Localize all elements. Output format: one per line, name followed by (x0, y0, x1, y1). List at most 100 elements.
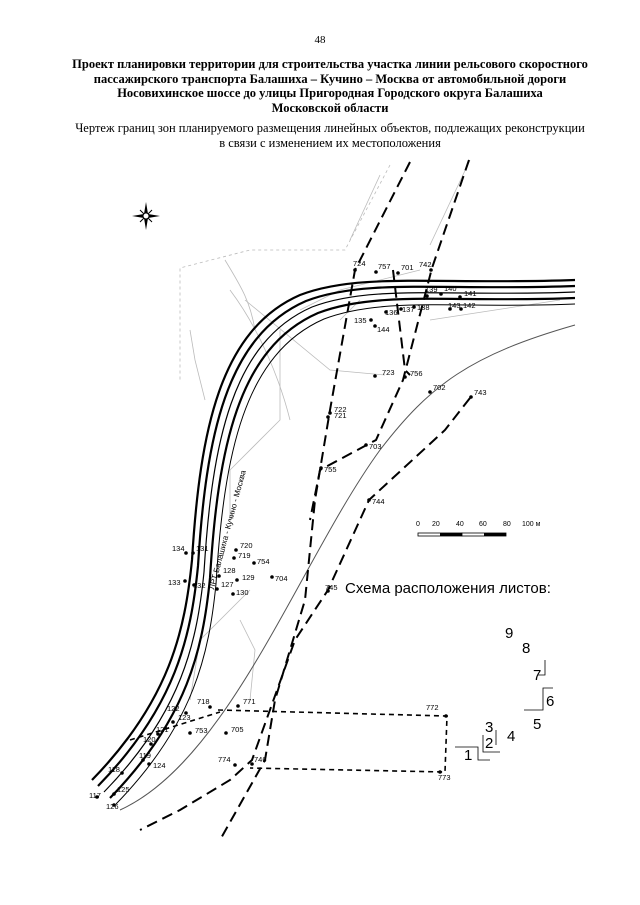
survey-point-marker (192, 583, 196, 587)
survey-point-marker (191, 551, 195, 555)
survey-point-marker (403, 375, 407, 379)
title-line: Проект планировки территории для строите… (72, 57, 588, 71)
survey-point-marker (319, 466, 323, 470)
survey-point-marker (373, 324, 377, 328)
survey-point-marker (112, 803, 116, 807)
survey-point-marker (428, 390, 432, 394)
survey-point-marker (459, 307, 463, 311)
survey-point-label: 721 (334, 411, 347, 420)
survey-point-label: 142 (463, 301, 476, 310)
survey-point-marker (250, 762, 254, 766)
document-title: Проект планировки территории для строите… (60, 57, 600, 115)
survey-point-label: 743 (474, 388, 487, 397)
title-line: Московской области (271, 100, 389, 115)
survey-point-marker (412, 305, 416, 309)
survey-point-label: 129 (242, 573, 255, 582)
survey-point-label: 757 (378, 262, 391, 271)
survey-point-marker (233, 763, 237, 767)
sheet-scheme-title: Схема расположения листов: (345, 580, 551, 597)
highway (91, 278, 576, 805)
survey-point-marker (183, 579, 187, 583)
survey-point-marker (184, 551, 188, 555)
sheet-number: 6 (546, 693, 554, 710)
sheet-number: 2 (485, 735, 493, 752)
survey-point-marker (217, 574, 221, 578)
survey-point-label: 123 (178, 713, 191, 722)
survey-point-label: 134 (172, 544, 185, 553)
survey-point-label: 133 (168, 578, 181, 587)
survey-point-label: 774 (218, 755, 231, 764)
survey-point-label: 117 (89, 791, 101, 800)
survey-point-label: 705 (231, 725, 244, 734)
survey-point-label: 703 (369, 442, 382, 451)
north-arrow-icon (132, 202, 160, 230)
survey-point-label: 718 (197, 697, 210, 706)
sheet-number: 9 (505, 625, 513, 642)
survey-point-label: 137 (402, 305, 415, 314)
survey-point-label: 746 (254, 755, 267, 764)
survey-point-marker (374, 270, 378, 274)
survey-point-marker (236, 704, 240, 708)
survey-point-label: 744 (372, 497, 385, 506)
survey-point-label: 140 (444, 284, 457, 293)
survey-point-label: 138 (417, 303, 430, 312)
survey-point-marker (438, 770, 442, 774)
survey-point-marker (444, 714, 448, 718)
survey-point-marker (469, 395, 473, 399)
survey-point-label: 722 (334, 405, 347, 414)
survey-point-label: 742 (419, 260, 432, 269)
survey-point-marker (326, 589, 330, 593)
survey-point-label: 118 (108, 765, 120, 774)
sheet-number: 8 (522, 640, 530, 657)
title-line: Носовихинское шоссе до улицы Пригородная… (117, 86, 543, 100)
survey-point-marker (188, 731, 192, 735)
survey-point-label: 121 (156, 725, 169, 734)
survey-point-label: 701 (401, 263, 414, 272)
survey-point-marker (458, 295, 462, 299)
scale-bar: 0 20 40 60 80 100 м (416, 521, 541, 537)
sheet-number: 1 (464, 747, 472, 764)
sheet-number: 5 (533, 716, 541, 733)
survey-point-marker (184, 711, 188, 715)
survey-point-marker (112, 792, 116, 796)
subtitle-line: в связи с изменением их местоположения (219, 135, 441, 150)
survey-point-marker (147, 762, 151, 766)
survey-point-label: 143 (448, 301, 461, 310)
survey-point-marker (396, 271, 400, 275)
survey-point-label: 702 (433, 383, 446, 392)
survey-point-label: 723 (382, 368, 395, 377)
survey-point-label: 127 (221, 580, 234, 589)
scale-label: 20 (432, 521, 440, 528)
survey-point-label: 139 (425, 285, 438, 294)
survey-point-label: 756 (410, 369, 423, 378)
survey-point-marker (384, 310, 388, 314)
survey-point-label: 720 (240, 541, 253, 550)
survey-point-label: 753 (195, 726, 208, 735)
survey-point-marker (215, 587, 219, 591)
survey-point-label: 771 (243, 697, 256, 706)
survey-point-label: 141 (464, 289, 477, 298)
survey-point-label: 772 (426, 703, 439, 712)
survey-point-label: 135 (354, 316, 367, 325)
survey-point-marker (171, 720, 175, 724)
survey-point-marker (448, 307, 452, 311)
survey-point-marker (231, 592, 235, 596)
survey-point-marker (353, 268, 357, 272)
survey-point-marker (235, 578, 239, 582)
subtitle-line: Чертеж границ зон планируемого размещени… (75, 121, 585, 135)
survey-point-label: 724 (353, 259, 366, 268)
survey-point-label: 122 (167, 704, 180, 713)
survey-point-marker (156, 732, 160, 736)
survey-point-marker (95, 795, 99, 799)
survey-point-marker (232, 556, 236, 560)
sheet-number: 3 (485, 719, 493, 736)
survey-point-label: 704 (275, 574, 288, 583)
survey-point-marker (367, 498, 371, 502)
survey-point-label: 128 (223, 566, 236, 575)
survey-point-marker (439, 292, 443, 296)
document-subtitle: Чертеж границ зон планируемого размещени… (50, 121, 610, 150)
survey-point-marker (224, 731, 228, 735)
title-line: пассажирского транспорта Балашиха – Кучи… (93, 71, 567, 86)
